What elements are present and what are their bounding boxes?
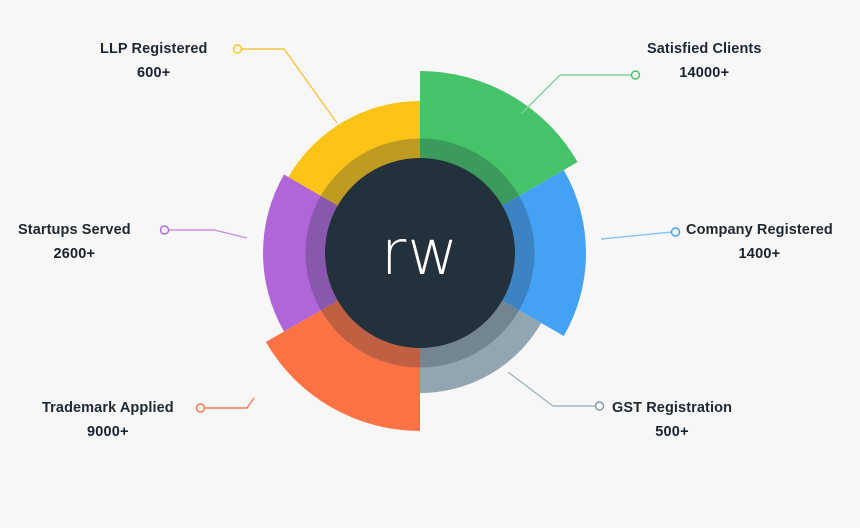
stat-value-gst-registration: 500+ [655,423,689,440]
connector-marker-startups-served [159,225,170,235]
stat-title-gst-registration: GST Registration [612,400,733,416]
stat-title-startups-served: Startups Served [18,222,131,238]
center-shadow-ring [305,138,535,368]
connector-llp-registered [232,44,338,124]
stat-value-satisfied-clients: 14000+ [679,64,730,81]
stat-title-trademark-applied: Trademark Applied [42,400,174,416]
stat-title-satisfied-clients: Satisfied Clients [647,41,762,57]
connector-marker-trademark-applied [195,403,206,413]
connector-gst-registration [507,371,605,411]
connector-marker-llp-registered [232,44,243,54]
connector-startups-served [159,225,248,239]
connector-marker-gst-registration [594,401,605,411]
connector-marker-satisfied-clients [630,70,641,80]
center-disc [325,158,515,348]
stat-value-company-registered: 1400+ [738,245,781,262]
connector-trademark-applied [195,397,255,413]
connector-lines [159,44,681,413]
connector-company-registered [600,227,681,240]
stat-value-startups-served: 2600+ [53,245,96,262]
stat-label-gst-registration: GST Registration 500+ [612,399,732,442]
stat-label-company-registered: Company Registered 1400+ [686,221,833,264]
stat-label-startups-served: Startups Served 2600+ [18,221,131,264]
stat-value-trademark-applied: 9000+ [86,423,129,440]
connector-marker-company-registered [670,227,681,237]
connector-satisfied-clients [521,70,641,114]
stat-title-company-registered: Company Registered [686,222,833,238]
stat-label-satisfied-clients: Satisfied Clients 14000+ [647,40,762,83]
stat-label-trademark-applied: Trademark Applied 9000+ [42,399,174,442]
stat-title-llp-registered: LLP Registered [100,41,208,57]
stat-value-llp-registered: 600+ [137,64,171,81]
stat-label-llp-registered: LLP Registered 600+ [100,40,208,83]
